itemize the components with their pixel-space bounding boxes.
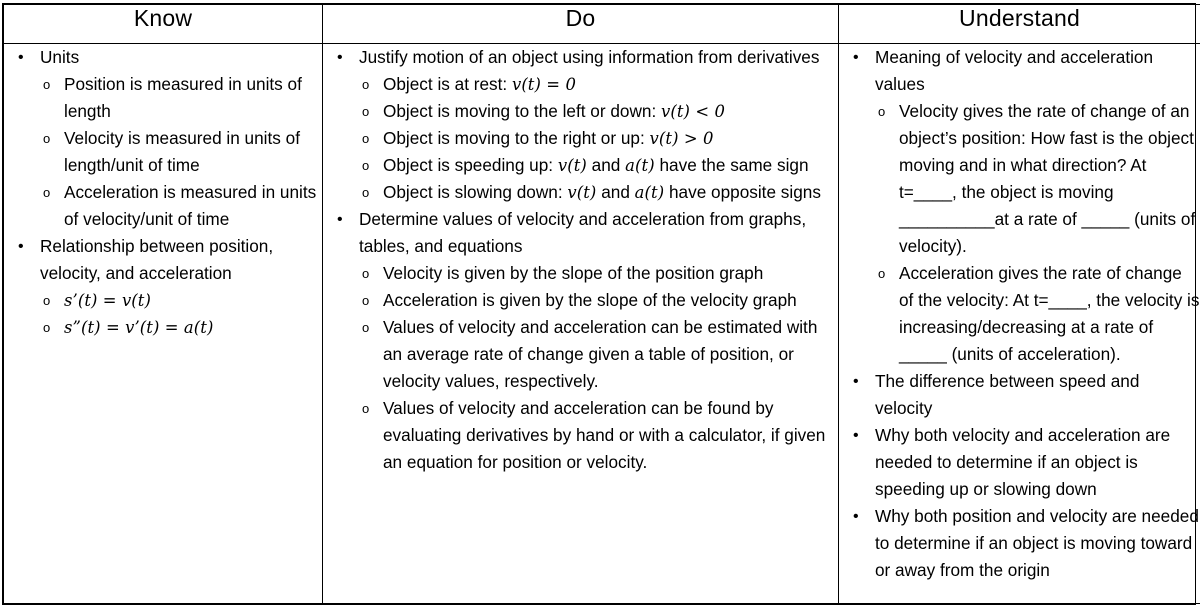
math-expression: a(t) xyxy=(625,156,655,175)
bullet-item: • The difference between speed and veloci… xyxy=(839,368,1200,422)
item-text: Relationship between position, velocity,… xyxy=(40,236,274,283)
item-text: Acceleration is measured in units of vel… xyxy=(64,182,317,229)
column-header-understand: Understand xyxy=(838,4,1200,44)
sub-bullet-item: o Velocity is measured in units of length… xyxy=(4,125,322,179)
math-expression: v(t) > 0 xyxy=(649,129,714,148)
bullet-item: • Determine values of velocity and accele… xyxy=(323,206,838,260)
sub-bullet-item: o s”(t) = v’(t) = a(t) xyxy=(4,314,322,341)
item-text: Velocity gives the rate of change of an … xyxy=(899,101,1196,256)
bullet-marker-icon: • xyxy=(853,373,859,390)
circle-bullet-marker-icon: o xyxy=(43,293,51,308)
circle-bullet-marker-icon: o xyxy=(362,104,370,119)
bullet-marker-icon: • xyxy=(18,238,24,255)
sub-bullet-item: o Velocity is given by the slope of the p… xyxy=(323,260,838,287)
circle-bullet-marker-icon: o xyxy=(362,77,370,92)
bullet-marker-icon: • xyxy=(853,508,859,525)
cell-know: • Units o Position is measured in units of … xyxy=(3,43,323,604)
sub-bullet-item: o Values of velocity and acceleration can… xyxy=(323,314,838,395)
bullet-item: • Units xyxy=(4,44,322,71)
item-text: Object is moving to the right or up: xyxy=(383,128,650,148)
sub-bullet-item: o s’(t) = v(t) xyxy=(4,287,322,314)
circle-bullet-marker-icon: o xyxy=(878,104,886,119)
item-text: Velocity is given by the slope of the po… xyxy=(383,263,764,283)
table-header-row: Know Do Understand xyxy=(3,4,1200,44)
list-know: • Units o Position is measured in units of … xyxy=(4,44,322,341)
list-understand: • Meaning of velocity and acceleration va… xyxy=(839,44,1200,584)
bullet-item: • Relationship between position, velocity… xyxy=(4,233,322,287)
item-text: and xyxy=(596,182,635,202)
sub-bullet-item: o Acceleration is given by the slope of t… xyxy=(323,287,838,314)
item-text: Object is moving to the left or down: xyxy=(383,101,661,121)
math-expression: v(t) xyxy=(557,156,587,175)
know-do-understand-table: Know Do Understand • Units o Position is me… xyxy=(2,3,1200,605)
math-expression: v(t) xyxy=(567,183,597,202)
sub-bullet-item: o Acceleration gives the rate of change o… xyxy=(839,260,1200,368)
item-text: Object is speeding up: xyxy=(383,155,558,175)
item-text: Why both velocity and acceleration are n… xyxy=(875,425,1171,499)
item-text: Acceleration is given by the slope of th… xyxy=(383,290,797,310)
item-text: have the same sign xyxy=(654,155,809,175)
column-header-do: Do xyxy=(322,4,839,44)
list-do: • Justify motion of an object using infor… xyxy=(323,44,838,476)
column-header-know: Know xyxy=(3,4,323,44)
item-text: Values of velocity and acceleration can … xyxy=(383,398,826,472)
bullet-item: • Why both position and velocity are need… xyxy=(839,503,1200,584)
circle-bullet-marker-icon: o xyxy=(43,77,51,92)
item-text: Meaning of velocity and acceleration val… xyxy=(875,47,1154,94)
sub-bullet-item: o Object is speeding up: v(t) and a(t) ha… xyxy=(323,152,838,179)
item-text: The difference between speed and velocit… xyxy=(875,371,1140,418)
circle-bullet-marker-icon: o xyxy=(362,158,370,173)
circle-bullet-marker-icon: o xyxy=(362,131,370,146)
sub-bullet-item: o Position is measured in units of length xyxy=(4,71,322,125)
circle-bullet-marker-icon: o xyxy=(362,401,370,416)
sub-bullet-item: o Object is moving to the right or up: v(… xyxy=(323,125,838,152)
item-text: Velocity is measured in units of length/… xyxy=(64,128,300,175)
sub-bullet-item: o Velocity gives the rate of change of an… xyxy=(839,98,1200,260)
item-text: and xyxy=(586,155,626,175)
math-expression: v(t) = 0 xyxy=(511,75,576,94)
bullet-marker-icon: • xyxy=(337,49,343,66)
item-text: Object is slowing down: xyxy=(383,182,568,202)
circle-bullet-marker-icon: o xyxy=(362,320,370,335)
circle-bullet-marker-icon: o xyxy=(43,320,51,335)
item-text: Justify motion of an object using inform… xyxy=(359,47,820,67)
item-text: Determine values of velocity and acceler… xyxy=(359,209,807,256)
item-text: have opposite signs xyxy=(664,182,821,202)
item-text: Values of velocity and acceleration can … xyxy=(383,317,818,391)
sub-bullet-item: o Values of velocity and acceleration can… xyxy=(323,395,838,476)
sub-bullet-item: o Object is at rest: v(t) = 0 xyxy=(323,71,838,98)
item-text: Position is measured in units of length xyxy=(64,74,302,121)
math-expression: s’(t) = v(t) xyxy=(64,291,151,310)
table-body: • Units o Position is measured in units of … xyxy=(3,43,1200,604)
sub-bullet-item: o Object is moving to the left or down: v… xyxy=(323,98,838,125)
bullet-item: • Why both velocity and acceleration are … xyxy=(839,422,1200,503)
item-text: Acceleration gives the rate of change of… xyxy=(899,263,1200,364)
bullet-marker-icon: • xyxy=(853,49,859,66)
circle-bullet-marker-icon: o xyxy=(362,185,370,200)
circle-bullet-marker-icon: o xyxy=(362,266,370,281)
bullet-marker-icon: • xyxy=(337,211,343,228)
item-text: Object is at rest: xyxy=(383,74,512,94)
sub-bullet-item: o Acceleration is measured in units of ve… xyxy=(4,179,322,233)
circle-bullet-marker-icon: o xyxy=(362,293,370,308)
math-expression: a(t) xyxy=(634,183,665,202)
bullet-item: • Meaning of velocity and acceleration va… xyxy=(839,44,1200,98)
math-expression: v(t) < 0 xyxy=(661,102,726,121)
bullet-marker-icon: • xyxy=(853,427,859,444)
bullet-item: • Justify motion of an object using infor… xyxy=(323,44,838,71)
circle-bullet-marker-icon: o xyxy=(43,185,51,200)
circle-bullet-marker-icon: o xyxy=(43,131,51,146)
cell-do: • Justify motion of an object using infor… xyxy=(322,43,839,604)
table: Know Do Understand • Units o Position is me… xyxy=(3,4,1200,604)
cell-understand: • Meaning of velocity and acceleration va… xyxy=(838,43,1200,604)
math-expression: s”(t) = v’(t) = a(t) xyxy=(64,318,214,337)
sub-bullet-item: o Object is slowing down: v(t) and a(t) h… xyxy=(323,179,838,206)
item-text: Why both position and velocity are neede… xyxy=(875,506,1199,580)
item-text: Units xyxy=(40,47,80,67)
circle-bullet-marker-icon: o xyxy=(878,266,886,281)
bullet-marker-icon: • xyxy=(18,49,24,66)
